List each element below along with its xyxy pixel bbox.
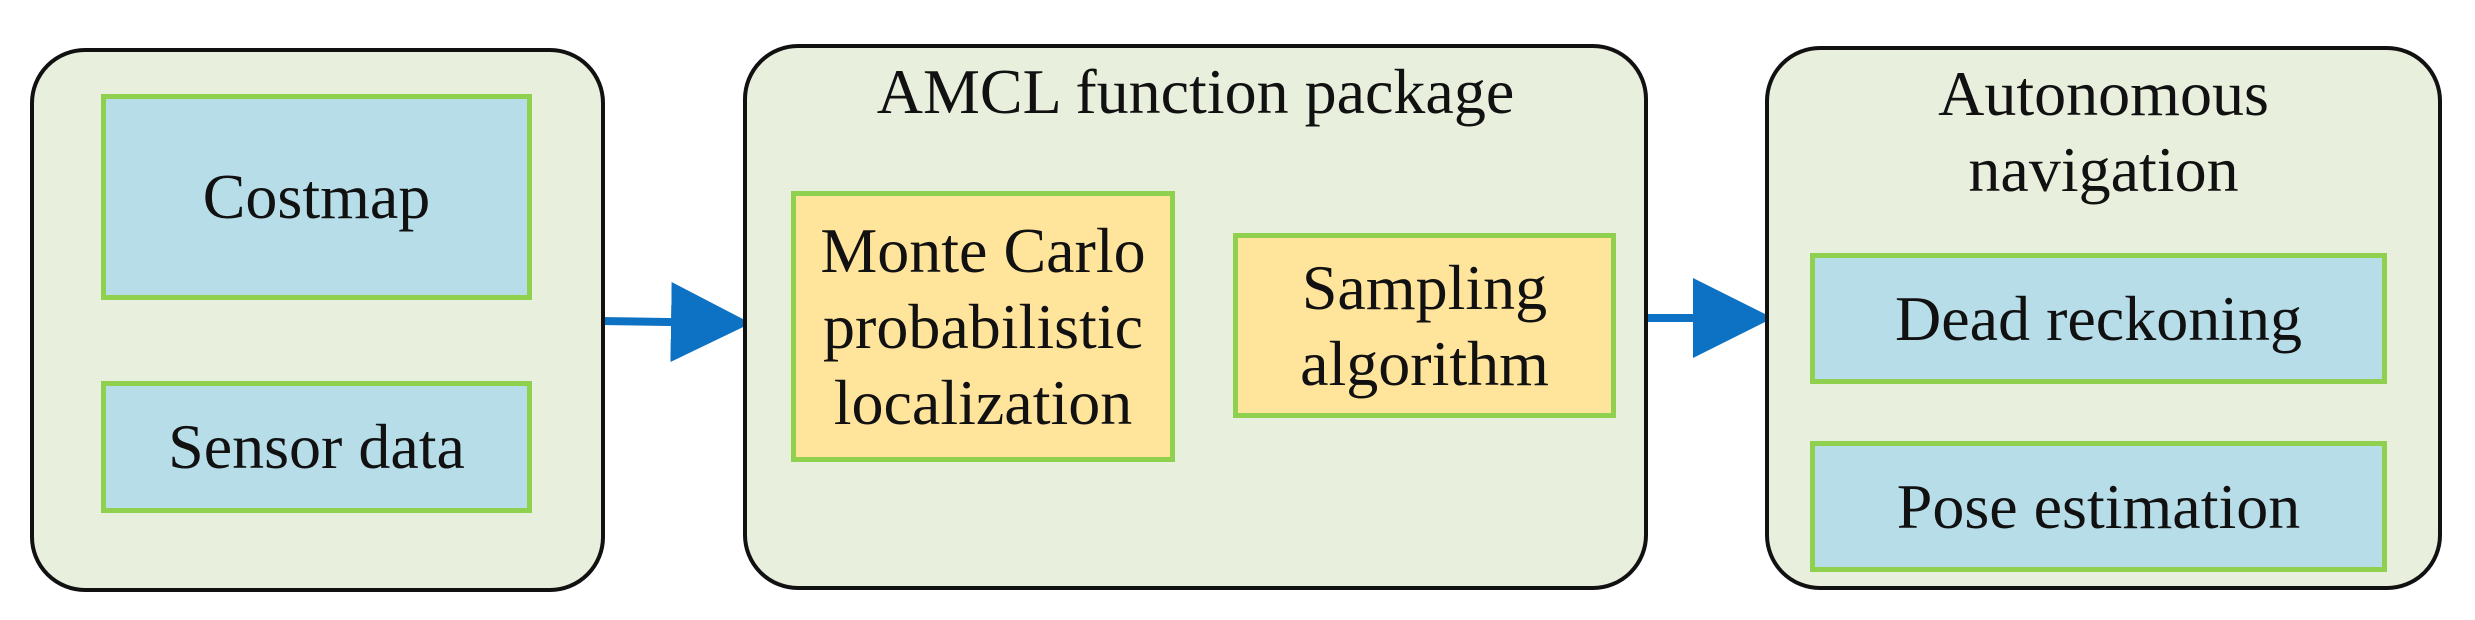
inputs-to-amcl-arrow — [599, 282, 751, 363]
dead-reckoning-label: Dead reckoning — [1895, 282, 2302, 354]
monte-carlo-localization-node: Monte Carlo probabilistic localization — [791, 191, 1175, 462]
monte-carlo-line-2: probabilistic — [823, 290, 1143, 362]
sensor-data-node: Sensor data — [101, 381, 532, 513]
monte-carlo-line-1: Monte Carlo — [820, 214, 1146, 286]
navigation-group-title: Autonomous navigation — [1769, 56, 2438, 208]
navigation-title-line-2: navigation — [1968, 134, 2239, 205]
monte-carlo-line-3: localization — [833, 366, 1133, 438]
pose-estimation-node: Pose estimation — [1810, 441, 2387, 572]
sensor-data-label: Sensor data — [168, 411, 465, 482]
dead-reckoning-node: Dead reckoning — [1810, 253, 2387, 384]
sampling-line-1: Sampling — [1301, 251, 1548, 323]
sampling-line-2: algorithm — [1300, 327, 1549, 399]
costmap-node: Costmap — [101, 94, 532, 300]
amcl-group-title: AMCL function package — [876, 56, 1515, 127]
navigation-title-line-1: Autonomous — [1938, 58, 2269, 129]
pose-estimation-label: Pose estimation — [1896, 470, 2301, 542]
sampling-algorithm-node: Sampling algorithm — [1233, 233, 1616, 418]
costmap-label: Costmap — [202, 161, 431, 232]
